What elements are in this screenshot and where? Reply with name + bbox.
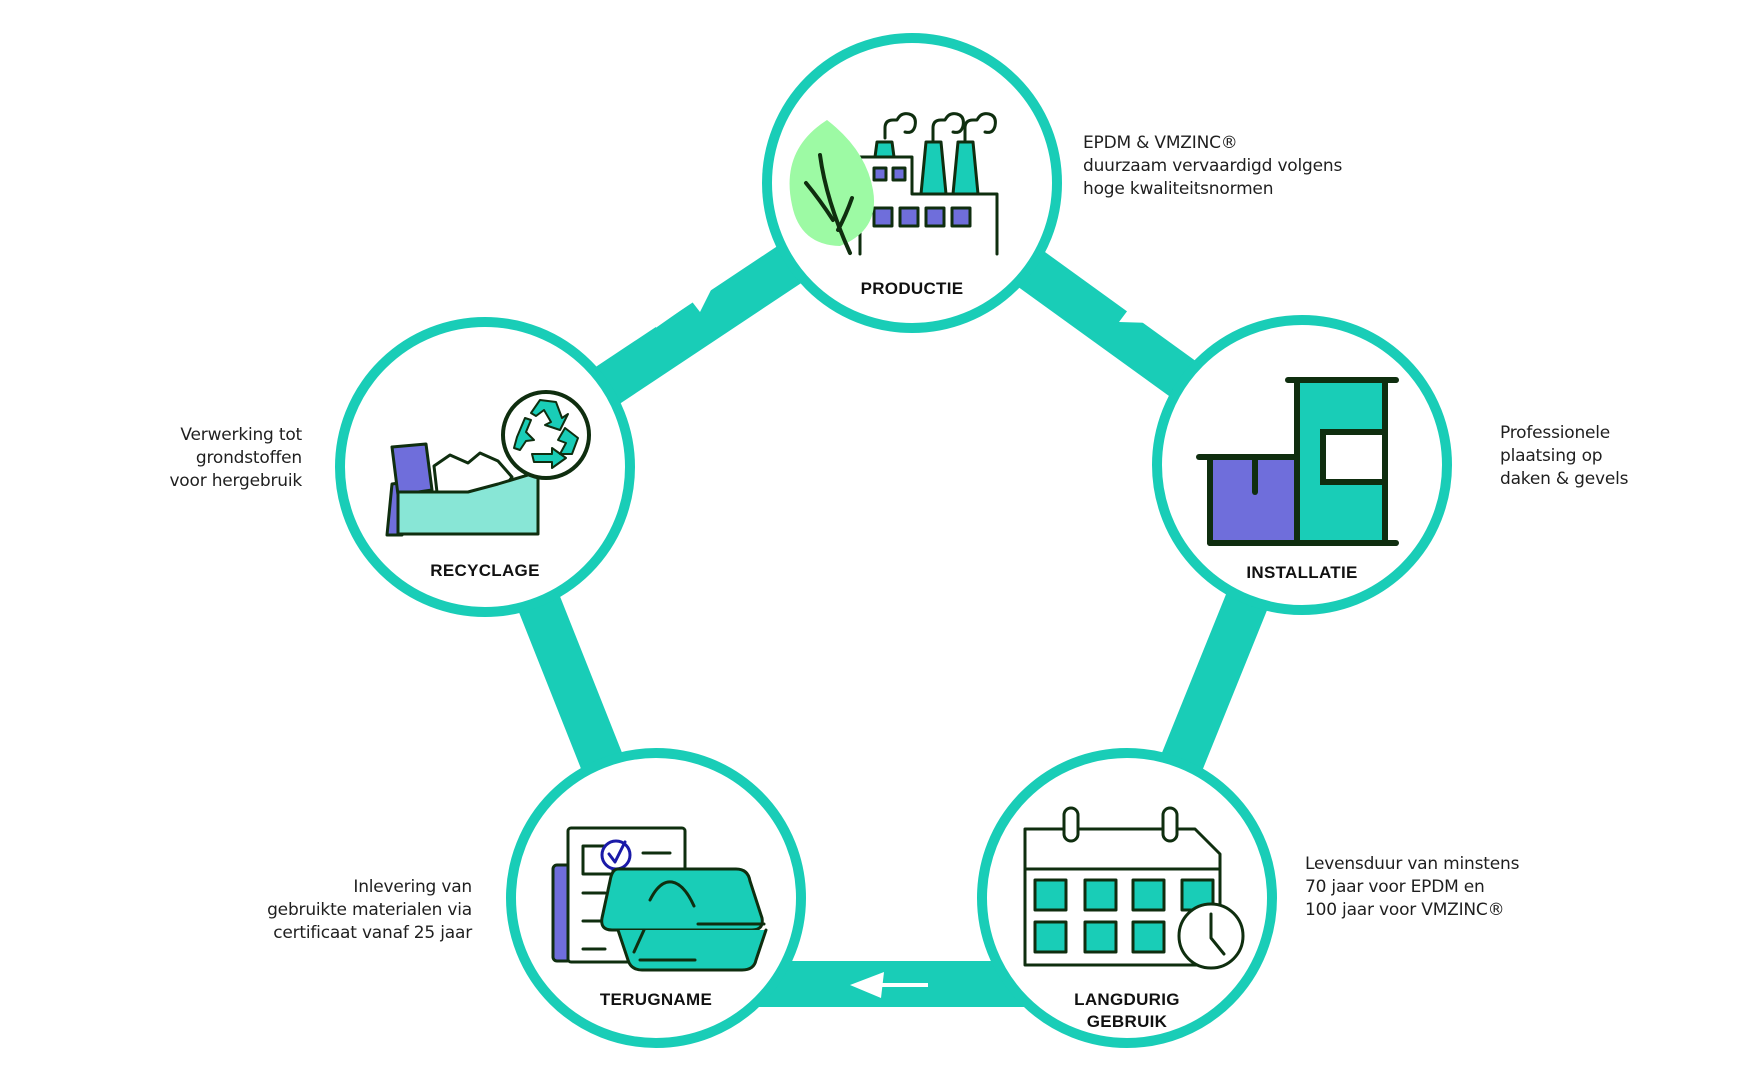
label-langdurig-line1: LANGDURIG [1074,990,1180,1009]
label-installatie: INSTALLATIE [1246,563,1357,582]
label-terugname: TERUGNAME [600,990,712,1009]
arrow-recyclage-to-productie [653,280,716,328]
description-recyclage: Verwerking tot grondstoffen voor hergebr… [169,425,302,491]
description-terugname: Inlevering van gebruikte materialen via … [267,877,472,943]
label-recyclage: RECYCLAGE [430,561,539,580]
factory-leaf-icon [789,112,999,256]
certificate-container-icon [551,826,768,972]
arrow-installatie-to-langdurig [1251,658,1282,731]
recycle-bin-icon [385,390,591,537]
description-installatie: Professionele plaatsing op daken & gevel… [1500,423,1629,489]
calendar-clock-icon [1023,806,1245,970]
description-productie: EPDM & VMZINC® duurzaam vervaardigd volg… [1083,133,1343,199]
arrow-langdurig-to-terugname [850,972,928,998]
stage-labels: PRODUCTIE INSTALLATIE LANGDURIG GEBRUIK … [430,279,1357,1031]
label-langdurig-line2: GEBRUIK [1087,1012,1168,1031]
arrow-terugname-to-recyclage [520,658,550,733]
arrow-productie-to-installatie [1090,278,1154,323]
description-langdurig-gebruik: Levensduur van minstens 70 jaar voor EPD… [1305,854,1520,920]
label-productie: PRODUCTIE [861,279,964,298]
flow-arrows [520,278,1282,998]
building-cladding-icon [1196,377,1399,546]
